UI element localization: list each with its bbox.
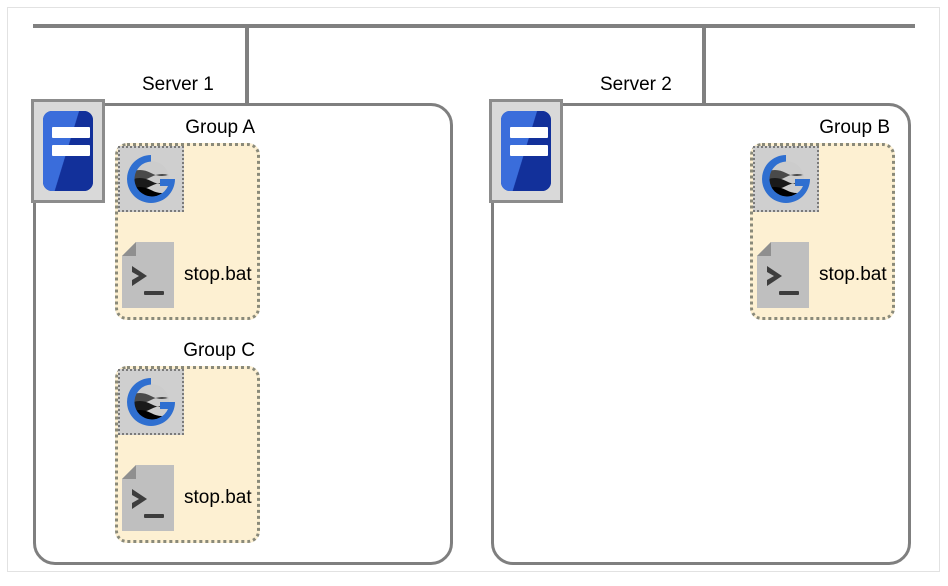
server-icon-bar-bottom xyxy=(52,145,90,156)
page-border xyxy=(7,7,940,572)
globe-g-icon[interactable] xyxy=(118,369,184,435)
server-2-label: Server 2 xyxy=(600,74,672,95)
server-2-container[interactable] xyxy=(491,103,911,565)
bat-file-row[interactable]: stop.bat xyxy=(122,242,252,308)
globe-g-icon[interactable] xyxy=(118,146,184,212)
bat-file-label: stop.bat xyxy=(819,264,887,285)
globe-g-glyph xyxy=(127,155,175,203)
bat-file-row[interactable]: stop.bat xyxy=(122,465,252,531)
bat-file-icon xyxy=(122,242,174,308)
bat-file-icon xyxy=(757,242,809,308)
server-icon-bar-top xyxy=(52,127,90,138)
drop-line-server-1 xyxy=(245,24,249,103)
bat-file-row[interactable]: stop.bat xyxy=(757,242,887,308)
group-b-label: Group B xyxy=(819,117,890,138)
server-icon xyxy=(489,99,563,203)
drop-line-server-2 xyxy=(702,24,706,103)
globe-g-icon[interactable] xyxy=(753,146,819,212)
server-icon-body xyxy=(501,111,551,191)
server-icon-bar-bottom xyxy=(510,145,548,156)
server-1-label: Server 1 xyxy=(142,74,214,95)
group-c-label: Group C xyxy=(183,340,255,361)
bat-file-icon xyxy=(122,465,174,531)
globe-g-glyph xyxy=(762,155,810,203)
server-icon-bar-top xyxy=(510,127,548,138)
group-a-label: Group A xyxy=(185,117,255,138)
bat-file-label: stop.bat xyxy=(184,487,252,508)
server-icon-body xyxy=(43,111,93,191)
server-icon xyxy=(31,99,105,203)
globe-g-glyph xyxy=(127,378,175,426)
bat-file-label: stop.bat xyxy=(184,264,252,285)
server-1-container[interactable] xyxy=(33,103,453,565)
network-bus-line xyxy=(33,24,915,28)
